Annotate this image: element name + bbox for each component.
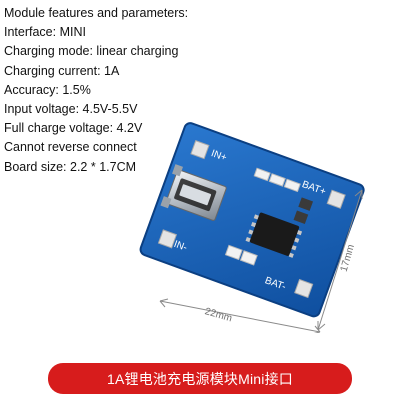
arrow-head-icon [354, 189, 363, 199]
spec-line: Accuracy: 1.5% [4, 82, 91, 97]
usb-tab [172, 164, 184, 177]
spec-line: Cannot reverse connect [4, 140, 137, 155]
smd-part [268, 173, 286, 187]
mini-usb-connector [160, 164, 227, 221]
smd-part [283, 178, 301, 193]
spec-line: Input voltage: 4.5V-5.5V [4, 102, 138, 117]
pcb-board: IN+ IN- BAT+ BAT- [139, 122, 365, 318]
spec-line: Charging mode: linear charging [4, 44, 179, 59]
smd-part [298, 197, 314, 211]
board-illustration: IN+ IN- BAT+ BAT- [139, 122, 365, 333]
smd-components [224, 167, 314, 266]
ic-pins [245, 214, 303, 258]
pad-icon [326, 189, 346, 209]
spec-line: Board size: 2.2 * 1.7CM [4, 159, 137, 174]
charger-board-photo: IN+ IN- BAT+ BAT- [130, 118, 380, 333]
smd-part [239, 250, 258, 266]
arrow-head-icon [159, 298, 169, 308]
smd-part [293, 210, 309, 225]
pad-icon [294, 278, 314, 299]
height-guide-line [317, 189, 363, 331]
pcb-shape [139, 122, 365, 318]
pad-icon [190, 140, 210, 160]
usb-tongue [179, 184, 212, 206]
spec-line: Module features and parameters: [4, 6, 189, 20]
usb-tab [160, 196, 172, 209]
dimension-guides [159, 189, 363, 333]
spec-line: Full charge voltage: 4.2V [4, 121, 143, 136]
arrow-head-icon [317, 321, 326, 331]
smd-part [224, 244, 243, 261]
spec-line: Charging current: 1A [4, 63, 120, 78]
label-in-minus: IN- [172, 239, 188, 254]
smd-part [253, 167, 271, 182]
spec-line: Interface: MINI [4, 25, 86, 40]
ic-body [249, 212, 300, 256]
pad-icon [157, 229, 178, 249]
corner-pads [157, 140, 346, 299]
charger-ic [245, 212, 303, 258]
spec-list: Module features and parameters: Interfac… [4, 4, 244, 177]
product-title-banner: 1A锂电池充电源模块Mini接口 [48, 363, 352, 394]
width-guide-line [159, 300, 321, 333]
label-in-plus: IN+ [209, 148, 228, 164]
